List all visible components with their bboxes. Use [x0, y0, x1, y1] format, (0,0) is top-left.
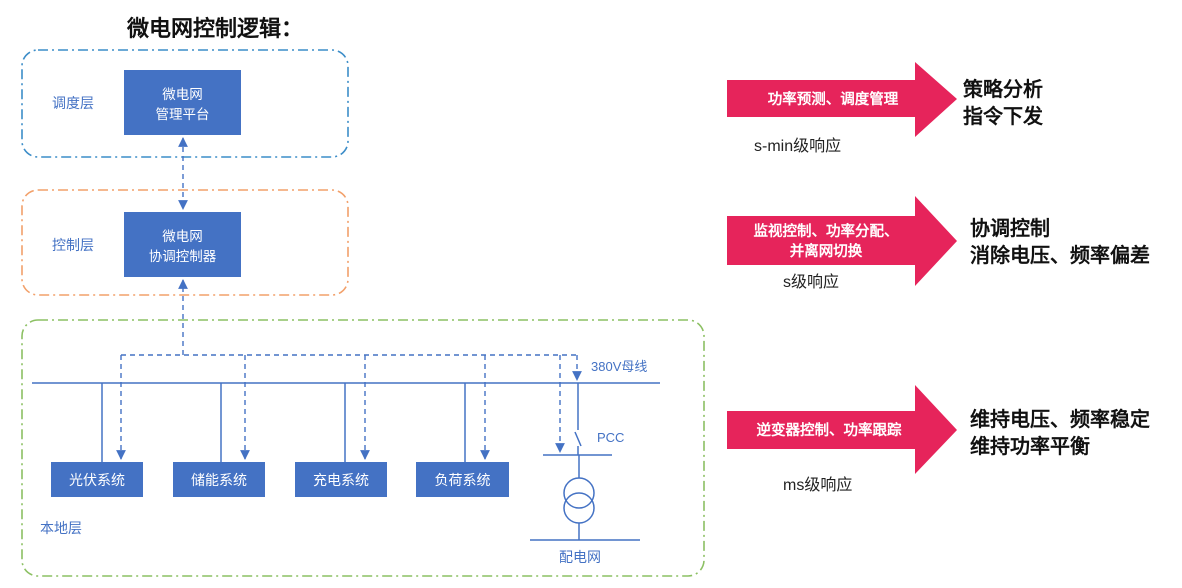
local-layer-frame — [21, 319, 705, 577]
tier3-arrow — [727, 385, 957, 474]
management-platform-line1: 微电网 — [162, 87, 203, 102]
coordinated-controller-line1: 微电网 — [162, 229, 203, 244]
management-platform-box — [124, 70, 241, 135]
tier2-arrow — [727, 196, 957, 286]
load-system-label: 负荷系统 — [435, 472, 491, 488]
storage-system-box — [173, 462, 265, 497]
tier3-result-line2: 维持功率平衡 — [970, 434, 1090, 458]
tier2-result-line2: 消除电压、频率偏差 — [970, 243, 1150, 267]
tier1-response: s-min级响应 — [754, 136, 841, 155]
local-layer-label: 本地层 — [40, 520, 82, 536]
tier2-arrow-text-line2: 并离网切换 — [790, 242, 863, 260]
pcc-switch — [574, 431, 582, 447]
pcc-label: PCC — [597, 430, 624, 445]
storage-system-label: 储能系统 — [191, 472, 247, 488]
tier3-arrow-text: 逆变器控制、功率跟踪 — [757, 421, 902, 439]
pv-system-box — [51, 462, 143, 497]
pcc-branch — [530, 383, 640, 541]
control-layer-label: 控制层 — [52, 237, 94, 253]
tier3-response: ms级响应 — [783, 475, 852, 494]
page-title: 微电网控制逻辑： — [126, 16, 303, 41]
load-system-box — [416, 462, 509, 497]
grid-label: 配电网 — [559, 549, 601, 565]
tier2-arrow-text-line1: 监视控制、功率分配、 — [754, 222, 899, 240]
tier1-result-line1: 策略分析 — [963, 77, 1043, 101]
bus-label: 380V母线 — [591, 359, 647, 374]
coordinated-controller-box — [124, 212, 241, 277]
tier1-arrow-text: 功率预测、调度管理 — [768, 90, 899, 108]
pv-system-label: 光伏系统 — [69, 472, 125, 488]
charging-system-label: 充电系统 — [313, 472, 369, 488]
tier1-arrow — [727, 62, 957, 137]
coordinated-controller-line2: 协调控制器 — [149, 249, 217, 264]
control-layer-frame — [21, 189, 349, 296]
tier2-response: s级响应 — [783, 272, 839, 291]
charging-system-box — [295, 462, 387, 497]
control-signal-lines — [116, 279, 582, 460]
feeder-lines — [101, 383, 466, 462]
tier1-result-line2: 指令下发 — [963, 104, 1044, 128]
dispatch-layer-label: 调度层 — [52, 95, 94, 111]
tier3-result-line1: 维持电压、频率稳定 — [970, 407, 1150, 431]
management-platform-line2: 管理平台 — [156, 107, 210, 122]
tier2-result-line1: 协调控制 — [970, 216, 1050, 240]
transformer-upper-coil — [563, 477, 595, 509]
